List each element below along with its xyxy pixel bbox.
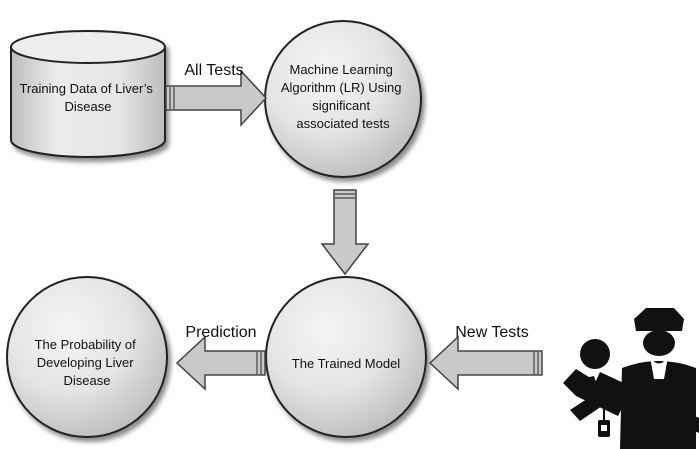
all-tests-label: All Tests [184, 62, 243, 79]
training-data-label-line-2: Disease [65, 99, 112, 114]
ml-algorithm-label: Machine Learning Algorithm (LR) Using si… [281, 62, 405, 131]
probability-label-line-1: The Probability of [35, 337, 137, 352]
probability-label: The Probability of Developing Liver Dise… [35, 337, 140, 388]
trained-model-label: The Trained Model [292, 356, 401, 371]
all-tests-arrow [165, 69, 268, 127]
new-tests-label: New Tests [455, 324, 529, 341]
probability-label-line-2: Developing Liver [37, 355, 135, 370]
prediction-label: Prediction [185, 324, 256, 341]
ml-algorithm-label-line-3: significant [312, 98, 370, 113]
trained-model-label-line-1: The Trained Model [292, 356, 401, 371]
training-data-label-line-1: Training Data of Liver’s [19, 81, 153, 96]
training-data-label: Training Data of Liver’s Disease [19, 81, 156, 114]
trained-model-node [265, 276, 427, 438]
probability-node [6, 276, 168, 438]
ml-algorithm-label-line-2: Algorithm (LR) Using [281, 80, 402, 95]
training-down-arrow [320, 189, 370, 276]
training-data-cylinder [10, 30, 166, 158]
ml-algorithm-label-line-4: associated tests [296, 116, 390, 131]
new-tests-arrow [428, 335, 543, 391]
ml-algorithm-label-line-1: Machine Learning [290, 62, 393, 77]
prediction-arrow [175, 335, 266, 391]
doctor-patient-icon [563, 308, 699, 449]
probability-label-line-3: Disease [64, 373, 111, 388]
